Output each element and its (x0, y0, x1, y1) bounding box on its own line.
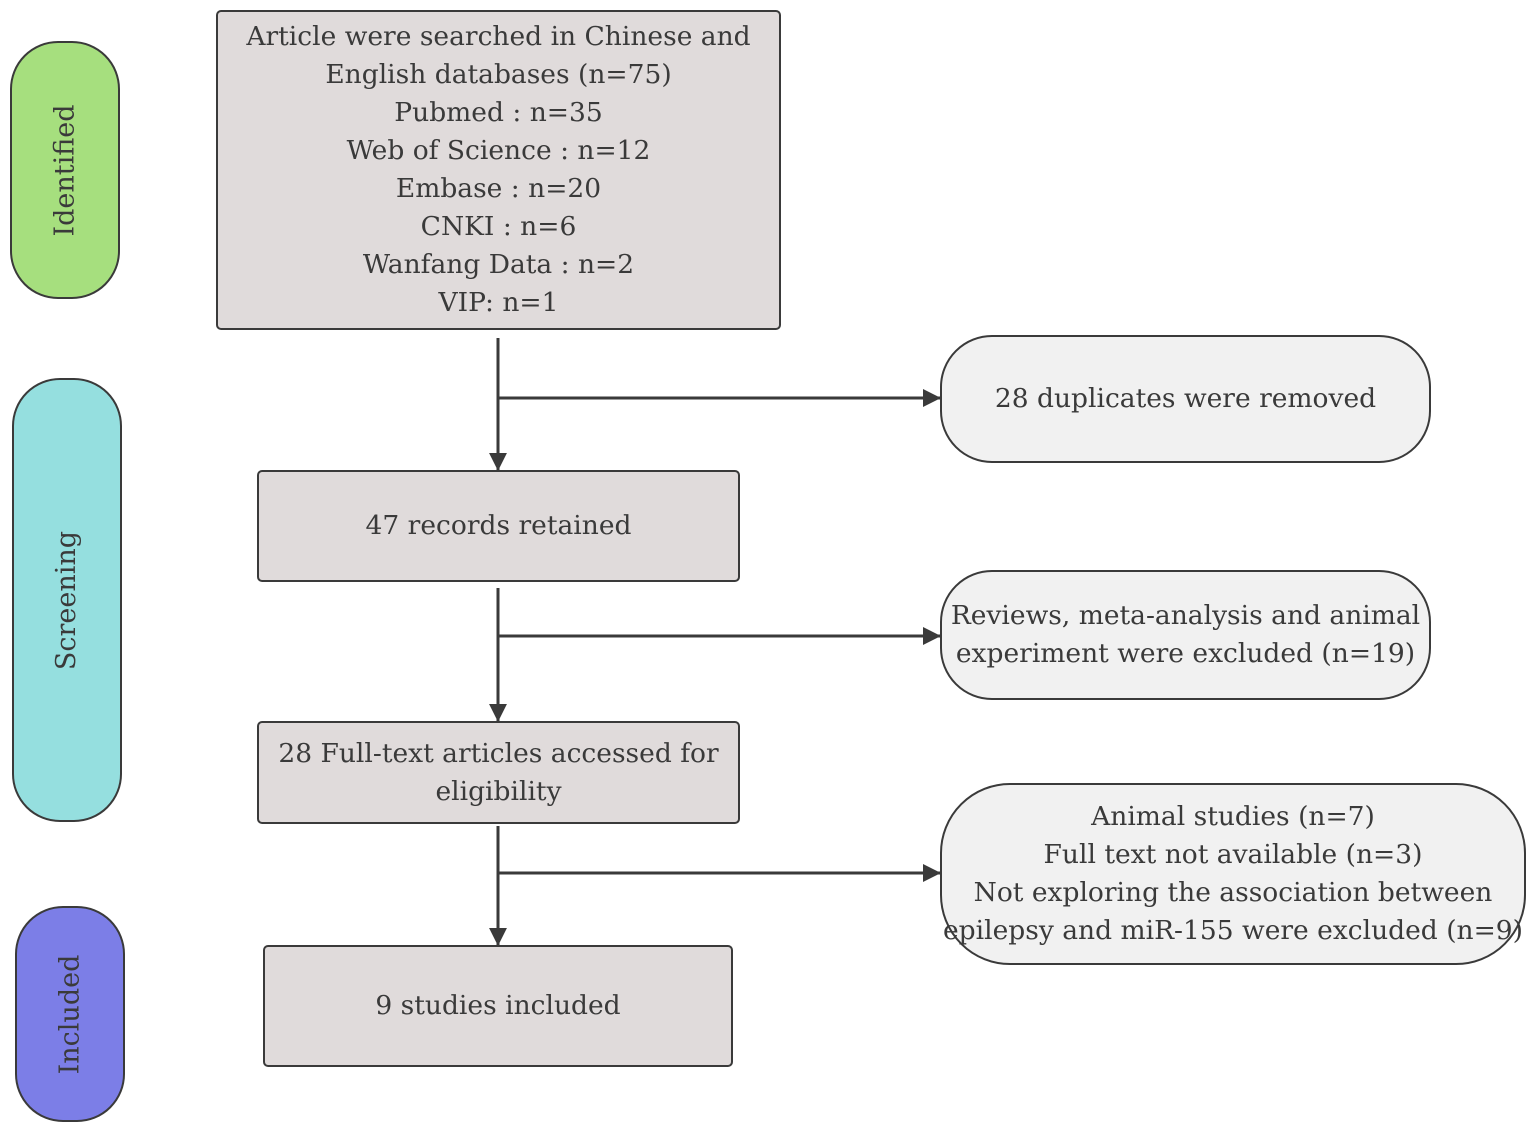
search-line: Pubmed : n=35 (394, 97, 603, 128)
fulltext-box: 28 Full-text articles accessed for eligi… (257, 721, 740, 824)
retained-box: 47 records retained (257, 470, 740, 582)
stage-identified: Identified (10, 41, 120, 299)
search-line: Web of Science : n=12 (346, 135, 651, 166)
final-exclusion-line: Full text not available (n=3) (1043, 839, 1423, 870)
duplicates-line: 28 duplicates were removed (994, 383, 1377, 414)
reviews-line: Reviews, meta-analysis and animal (950, 600, 1421, 631)
stage-screening: Screening (12, 378, 122, 822)
final-exclusion-line: Not exploring the association between (973, 877, 1493, 908)
stage-included-label: Included (54, 954, 86, 1074)
reviews-line: experiment were excluded (n=19) (955, 638, 1416, 669)
search-line: VIP: n=1 (438, 287, 559, 318)
stage-included: Included (15, 906, 125, 1122)
final-exclusion-line: epilepsy and miR-155 were excluded (n=9) (943, 915, 1523, 946)
fulltext-line: eligibility (435, 775, 562, 807)
stage-screening-label: Screening (51, 530, 83, 670)
included-line: 9 studies included (375, 990, 621, 1021)
fulltext-line: 28 Full-text articles accessed for (278, 737, 719, 769)
reviews-excluded-box: Reviews, meta-analysis and animal experi… (940, 570, 1431, 700)
stage-identified-label: Identified (49, 103, 81, 237)
final-exclusion-line: Animal studies (n=7) (1091, 801, 1375, 832)
search-line: English databases (n=75) (325, 59, 672, 90)
search-line: CNKI : n=6 (420, 211, 577, 242)
search-line: Wanfang Data : n=2 (362, 249, 635, 280)
search-line: Embase : n=20 (395, 173, 602, 204)
included-box: 9 studies included (263, 945, 733, 1067)
search-line: Article were searched in Chinese and (246, 21, 751, 52)
duplicates-box: 28 duplicates were removed (940, 335, 1431, 463)
search-box: Article were searched in Chinese and Eng… (216, 10, 781, 330)
retained-line: 47 records retained (365, 510, 632, 541)
final-exclusions-box: Animal studies (n=7) Full text not avail… (940, 783, 1526, 965)
